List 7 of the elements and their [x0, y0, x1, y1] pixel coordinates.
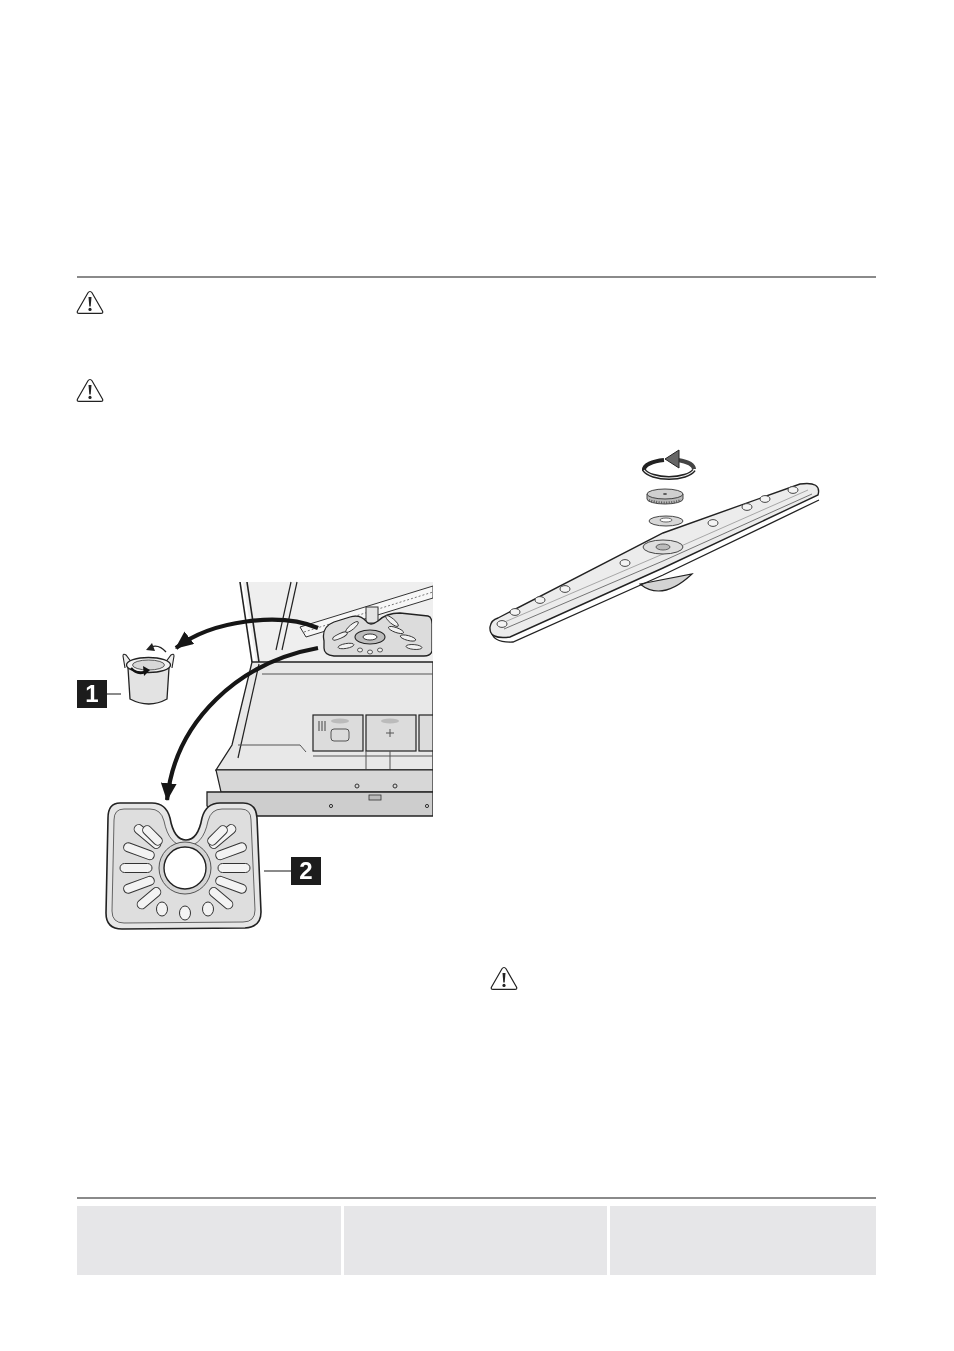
callout-number: 1: [77, 680, 107, 708]
callout-number: 2: [291, 857, 321, 885]
leader-line: [106, 693, 122, 695]
flat-filter-drawing: [104, 800, 264, 931]
curved-arrow: [161, 645, 319, 802]
curved-arrow: [174, 617, 319, 650]
leader-line: [263, 870, 292, 872]
